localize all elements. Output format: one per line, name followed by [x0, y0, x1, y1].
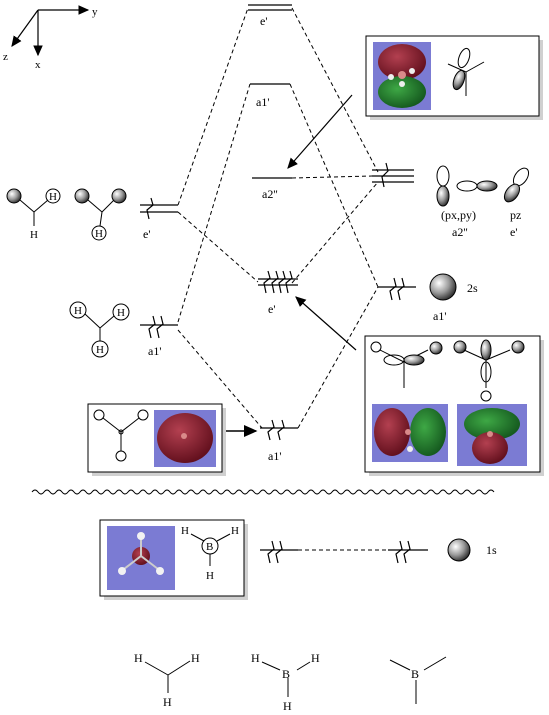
h-atom: H [191, 651, 200, 665]
h-atom: H [117, 307, 125, 319]
structure-ch3: H H H [134, 651, 200, 709]
s2-orbital: 2s a1' [429, 273, 478, 323]
level-e-center: e' [258, 270, 298, 316]
left-a1-label: a1' [148, 344, 162, 358]
pxpy-label: (px,py) [441, 208, 476, 222]
fragment-a1-drawing: H H H [69, 301, 130, 358]
right-2s-level [378, 277, 416, 301]
arrow-a2 [287, 94, 353, 169]
axis-x-label: x [35, 59, 41, 71]
level-a1-lower: a1' [260, 419, 298, 463]
level-a2: a2'' [252, 177, 292, 201]
right-1s-level [388, 540, 428, 564]
b-atom: B [411, 667, 419, 681]
p-orbitals-drawing: (px,py) pz a2'' e' [436, 165, 530, 239]
level-a1-lower-label: a1' [268, 449, 282, 463]
h-atom: H [311, 651, 320, 665]
h-atom: H [49, 191, 57, 203]
h-atom: H [251, 651, 260, 665]
s2-label: 2s [467, 281, 478, 295]
right-a2-label: a2'' [452, 225, 468, 239]
fragment-e-drawing-2: H [74, 188, 127, 241]
inset-a2-box [365, 35, 543, 120]
left-a1-level: a1' [140, 315, 178, 358]
h-atom: H [163, 695, 172, 709]
h-atom: H [30, 229, 38, 241]
level-a2-label: a2'' [262, 187, 278, 201]
left-e-level: e' [140, 197, 178, 241]
h-atom: H [206, 570, 214, 582]
h-atom: H [283, 699, 292, 713]
level-a1-upper: a1' [250, 83, 290, 109]
right-e-label: e' [510, 225, 518, 239]
pz-label: pz [510, 208, 521, 222]
s1-label: 1s [486, 543, 497, 557]
axis-z-label: z [3, 51, 8, 63]
h-atom: H [96, 344, 104, 356]
right-a1-label: a1' [433, 309, 447, 323]
left-1s-level [260, 540, 298, 564]
level-a1-upper-label: a1' [256, 95, 270, 109]
inset-a1-box [87, 403, 226, 476]
correlation-lines [177, 7, 388, 551]
structure-bh3-skeleton: B [389, 656, 447, 704]
fragment-e-drawing-1: H H [6, 188, 61, 241]
right-2p-level [372, 162, 414, 188]
left-e-label: e' [143, 227, 151, 241]
b-atom: B [206, 541, 213, 553]
h-atom: H [231, 525, 239, 537]
level-top-e-label: e' [260, 14, 268, 28]
wavy-divider [31, 489, 495, 495]
s1-orbital: 1s [447, 538, 497, 562]
level-top-e: e' [248, 4, 292, 28]
structure-bh3: B H H H [251, 651, 320, 713]
inset-bh3-box: B H H H [99, 519, 248, 600]
axis-y-label: y [92, 6, 98, 18]
h-atom: H [134, 651, 143, 665]
level-e-center-label: e' [268, 302, 276, 316]
inset-e-box [364, 335, 544, 476]
h-atom: H [74, 305, 82, 317]
arrow-e [295, 296, 357, 351]
axes-legend: y z x [3, 5, 98, 71]
b-atom: B [282, 667, 290, 681]
h-atom: H [181, 525, 189, 537]
h-atom: H [95, 228, 103, 240]
